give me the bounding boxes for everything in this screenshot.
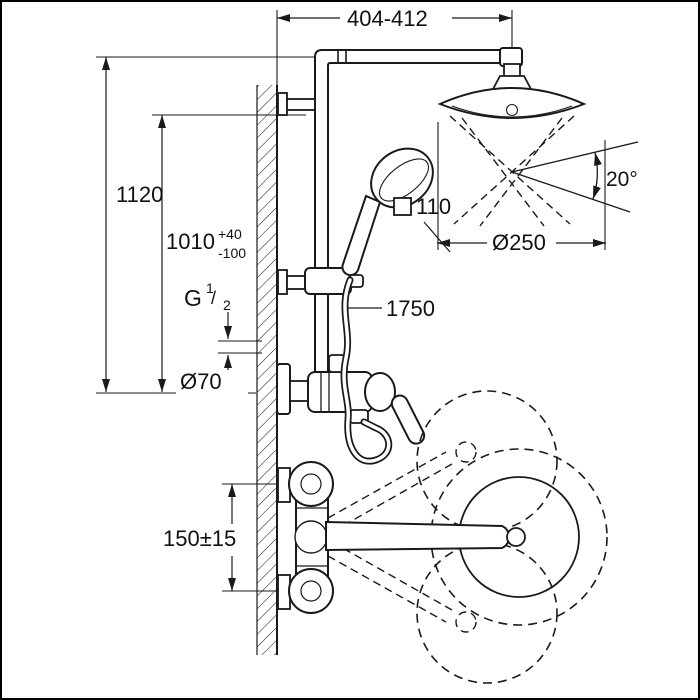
wall bbox=[256, 85, 278, 655]
lever-rotated-positions bbox=[327, 441, 477, 633]
thread-denominator: 2 bbox=[223, 297, 231, 313]
hand-shower-size-leader bbox=[423, 221, 451, 253]
head-shower-plate bbox=[437, 87, 587, 119]
mixer-front-view bbox=[277, 390, 608, 684]
square-symbol-icon bbox=[393, 197, 412, 216]
dim-pipe-height-tol-plus: +40 bbox=[218, 226, 242, 242]
head-shower-center bbox=[505, 103, 519, 117]
inlet-top bbox=[288, 461, 334, 507]
head-shower bbox=[437, 87, 587, 119]
mixer-body bbox=[307, 371, 373, 413]
dim-total-height: 1120 bbox=[116, 182, 163, 207]
dimension-labels: 404-412 1120 1010 +40 -100 G 1 / 2 Ø70 1… bbox=[116, 6, 638, 551]
dim-head-shower-diameter: Ø250 bbox=[492, 230, 546, 255]
wall-hatching bbox=[257, 85, 277, 655]
mixer-side-view bbox=[276, 354, 426, 445]
dim-spray-angle: 20° bbox=[606, 168, 638, 191]
upper-wall-bracket-arm bbox=[286, 98, 318, 111]
hand-shower-assembly bbox=[277, 147, 434, 295]
shower-hose bbox=[340, 276, 393, 465]
dim-escutcheon-diameter: Ø70 bbox=[180, 369, 222, 394]
dim-pipe-height: 1010 bbox=[166, 229, 215, 254]
dim-hose-length: 1750 bbox=[386, 296, 435, 321]
hand-shower-face bbox=[379, 158, 429, 202]
dim-pipe-height-tol-minus: -100 bbox=[218, 245, 246, 261]
head-shower-face-line bbox=[451, 105, 573, 118]
inlet-bottom bbox=[288, 568, 334, 614]
cartridge-circle bbox=[294, 520, 328, 554]
label-backing bbox=[176, 370, 248, 394]
spray-pattern bbox=[449, 115, 639, 227]
dim-inlet-distance: 150±15 bbox=[163, 526, 236, 551]
head-shower-stub bbox=[503, 63, 521, 78]
inlet-top-inner bbox=[300, 473, 322, 495]
thread-letter: G bbox=[184, 285, 202, 311]
mixer-escutcheon bbox=[276, 363, 291, 415]
hand-shower-handle bbox=[341, 194, 382, 277]
lever-base bbox=[364, 372, 396, 412]
angle-line-upper bbox=[511, 141, 639, 173]
dimension-lines bbox=[102, 14, 606, 591]
slider-wall-plate bbox=[277, 269, 288, 295]
upper-wall-bracket-plate bbox=[277, 92, 288, 116]
leader-lines bbox=[347, 221, 451, 309]
lever-tip-knob bbox=[506, 527, 526, 547]
thread-numerator: 1 bbox=[206, 280, 214, 296]
dim-top-width: 404-412 bbox=[347, 6, 428, 31]
angle-line-lower bbox=[511, 171, 631, 213]
lever-handle-side bbox=[390, 394, 426, 445]
lever-handle-front bbox=[325, 520, 511, 552]
shower-pipe-assembly bbox=[277, 47, 534, 391]
angle-arc bbox=[592, 152, 602, 200]
dim-hand-shower-size: 110 bbox=[416, 194, 451, 219]
hand-shower-head bbox=[370, 147, 434, 209]
thread-slash: / bbox=[211, 288, 216, 308]
inlet-bottom-inner bbox=[300, 580, 322, 602]
